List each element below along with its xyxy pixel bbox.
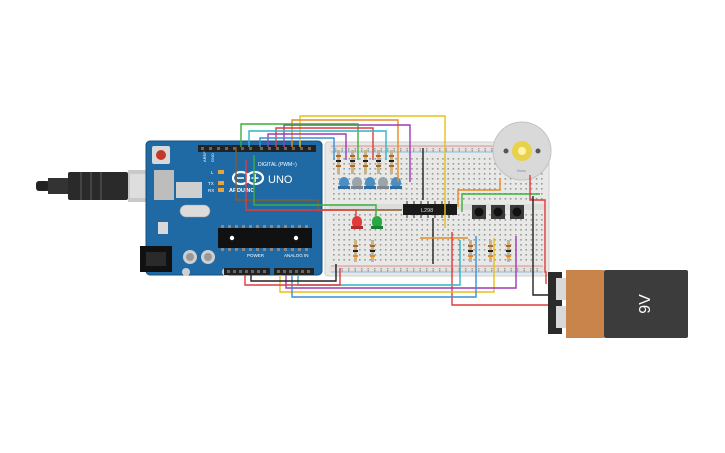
power-label: POWER xyxy=(247,253,265,258)
aref-label: AREF xyxy=(202,151,207,162)
pushbutton[interactable] xyxy=(472,205,486,219)
wire-black[interactable] xyxy=(250,264,337,282)
wire-purple[interactable] xyxy=(283,124,411,182)
analog-in-label: ANALOG IN xyxy=(284,253,309,258)
led-white[interactable] xyxy=(377,177,389,189)
wire-blue[interactable] xyxy=(291,236,477,298)
resistor[interactable] xyxy=(350,150,355,174)
resistor[interactable] xyxy=(353,240,358,262)
led-white[interactable] xyxy=(351,177,363,189)
led-l-label: L xyxy=(211,170,214,175)
wires xyxy=(235,115,548,306)
led-rx-label: RX xyxy=(208,188,214,193)
atmega-chip xyxy=(218,228,312,248)
arduino-logo-icon xyxy=(231,170,265,186)
wire-orange[interactable] xyxy=(457,178,501,207)
resistor[interactable] xyxy=(370,240,375,262)
led-row xyxy=(338,177,402,229)
resistor[interactable] xyxy=(468,240,473,262)
resistor[interactable] xyxy=(488,240,493,262)
wire-red[interactable] xyxy=(244,268,341,286)
battery-label: 9V xyxy=(637,294,654,314)
digital-header[interactable] xyxy=(198,145,316,152)
led-green[interactable] xyxy=(371,216,383,229)
wire-red[interactable] xyxy=(529,175,547,284)
resistor-array xyxy=(336,150,511,262)
battery-9v[interactable]: 9V xyxy=(548,270,688,338)
led-red[interactable] xyxy=(351,216,363,229)
wire-red[interactable] xyxy=(245,160,357,220)
pushbutton[interactable] xyxy=(510,205,524,219)
pushbutton-group xyxy=(472,205,524,219)
brand-label: ARDUINO xyxy=(229,188,255,194)
resistor[interactable] xyxy=(363,150,368,174)
resistor[interactable] xyxy=(506,240,511,262)
resistor[interactable] xyxy=(376,150,381,174)
pushbutton[interactable] xyxy=(491,205,505,219)
motor-label: Motor xyxy=(517,169,527,173)
wire-blue[interactable] xyxy=(259,137,335,160)
arduino-uno-board[interactable]: AREF GND DIGITAL (PWM~) L TX RX UNO ARDU… xyxy=(140,140,323,276)
led-blue[interactable] xyxy=(364,177,376,189)
chip-label: L298 xyxy=(421,208,433,214)
wire-red[interactable] xyxy=(451,232,548,306)
led-tx-label: TX xyxy=(208,181,214,186)
gnd-label: GND xyxy=(210,153,215,162)
wire-green[interactable] xyxy=(253,155,377,220)
wire-purple[interactable] xyxy=(267,133,347,160)
wire-cyan[interactable] xyxy=(297,240,461,286)
digital-pwm-label: DIGITAL (PWM~) xyxy=(258,162,297,168)
board-model: UNO xyxy=(268,174,293,186)
led-blue[interactable] xyxy=(338,177,350,189)
wire-green[interactable] xyxy=(240,123,359,160)
wire-green[interactable] xyxy=(461,193,540,212)
analog-header[interactable] xyxy=(274,268,314,275)
wire-black[interactable] xyxy=(532,196,548,296)
l298-chip[interactable]: L298 xyxy=(403,201,457,218)
dc-motor[interactable]: Motor xyxy=(492,121,552,181)
resistor[interactable] xyxy=(389,150,394,174)
wire-cyan[interactable] xyxy=(248,130,387,160)
wire-yellow[interactable] xyxy=(279,238,495,293)
resistor[interactable] xyxy=(336,150,341,174)
